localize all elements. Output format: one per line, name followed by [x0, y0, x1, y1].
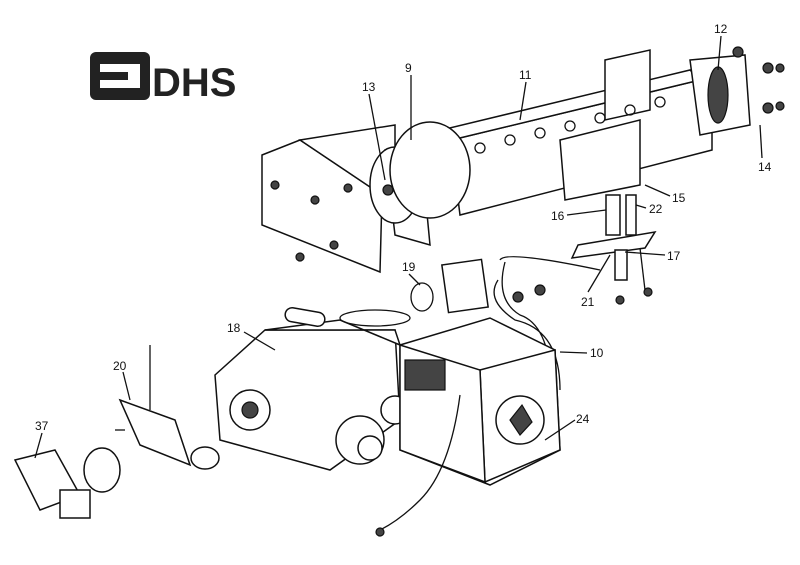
burner-tube: [398, 46, 785, 216]
callout-16: 16: [551, 209, 565, 223]
callout-11: 11: [519, 68, 532, 82]
callout-21: 21: [581, 295, 595, 309]
callout-14: 14: [758, 160, 772, 174]
callout-20: 20: [113, 359, 127, 373]
leader-lines: [34, 35, 763, 459]
dhs-logo: DHS: [90, 52, 236, 105]
callout-9: 9: [405, 61, 412, 75]
callout-10: 10: [590, 346, 604, 360]
callout-22: 22: [649, 202, 663, 216]
callout-19: 19: [402, 260, 416, 274]
logo-text: DHS: [152, 61, 236, 105]
callout-18: 18: [227, 321, 241, 335]
pilot-flange: [441, 258, 489, 314]
inlet-fittings: [13, 345, 220, 519]
callout-37: 37: [35, 419, 49, 433]
pilot-assembly: [493, 194, 657, 391]
callout-15: 15: [672, 191, 686, 205]
callout-12: 12: [714, 22, 728, 36]
callout-24: 24: [576, 412, 590, 426]
callout-17: 17: [667, 249, 681, 263]
mounting-plate: [261, 121, 471, 274]
callout-13: 13: [362, 80, 376, 94]
callout-labels: 9 11 12 13 14 15 16 22 17 21 19 10 18 20…: [35, 22, 772, 433]
gasket-ring: [410, 282, 434, 312]
control-box: [375, 317, 561, 537]
gas-valve: [214, 306, 411, 471]
